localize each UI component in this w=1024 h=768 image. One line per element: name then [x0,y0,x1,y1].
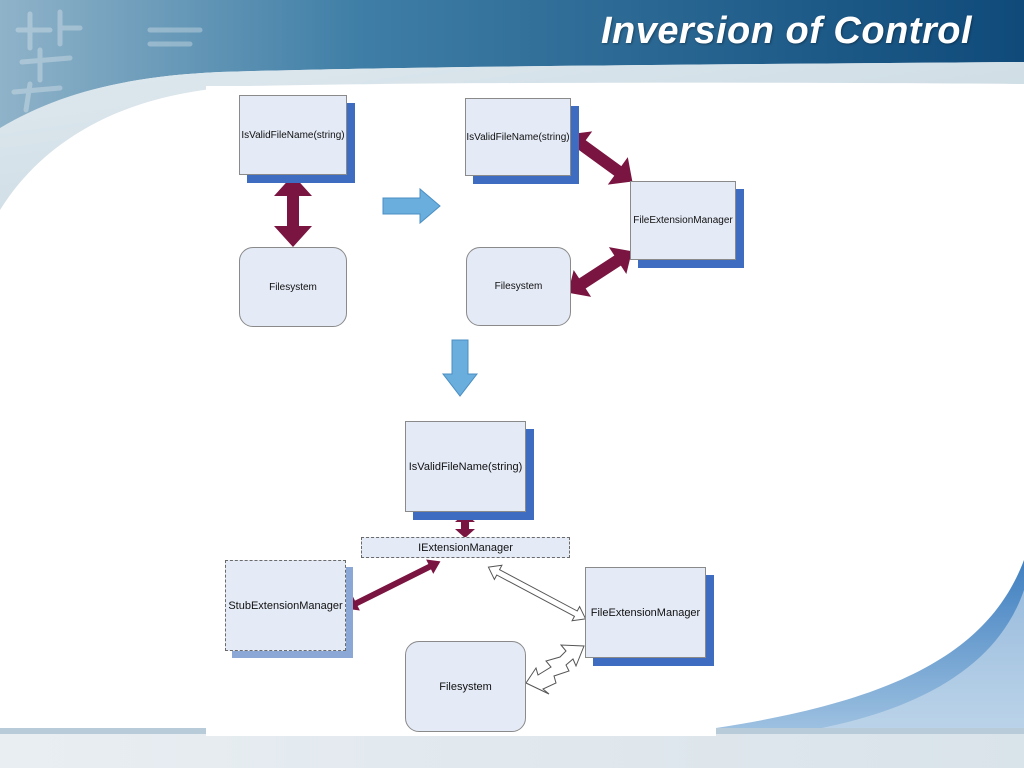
stage3-filesystem-manager-arrow [525,644,585,695]
stage2-filesystem-label: Filesystem [494,281,543,292]
stage2-validator-box: IsValidFileName(string) [465,98,571,176]
stage3-interface-label: IExtensionManager [418,541,513,554]
stage1-dependency-arrow [274,175,312,247]
stage3-validator-box: IsValidFileName(string) [405,421,526,512]
stage1-filesystem-label: Filesystem [269,281,317,293]
stage3-stub-interface-arrow [345,559,441,611]
stage1-validator-box: IsValidFileName(string) [239,95,347,175]
stage2-validator-manager-arrow [567,131,633,185]
stage3-validator-interface-arrow [455,513,475,538]
stage3-validator-label: IsValidFileName(string) [408,460,523,473]
stage1-filesystem-box: Filesystem [239,247,347,327]
slide-title: Inversion of Control [601,10,972,52]
stage1-validator-label: IsValidFileName(string) [241,129,345,141]
stage3-stub-box: StubExtensionManager [225,560,346,651]
stage2-manager-label: FileExtensionManager [633,215,733,226]
stage3-filesystem-label: Filesystem [439,680,492,693]
stage2-validator-label: IsValidFileName(string) [466,131,570,143]
calligraphy-decoration [11,9,203,113]
stage3-interface-box: IExtensionManager [361,537,570,558]
stage3-manager-label: FileExtensionManager [590,606,701,619]
stage2-filesystem-manager-arrow [568,247,632,297]
stage2-filesystem-box: Filesystem [466,247,571,326]
stage3-stub-label: StubExtensionManager [228,599,343,612]
step-arrow-right [382,187,441,225]
step-arrow-down [441,339,479,397]
stage3-manager-box: FileExtensionManager [585,567,706,658]
stage2-manager-box: FileExtensionManager [630,181,736,260]
stage3-filesystem-box: Filesystem [405,641,526,732]
